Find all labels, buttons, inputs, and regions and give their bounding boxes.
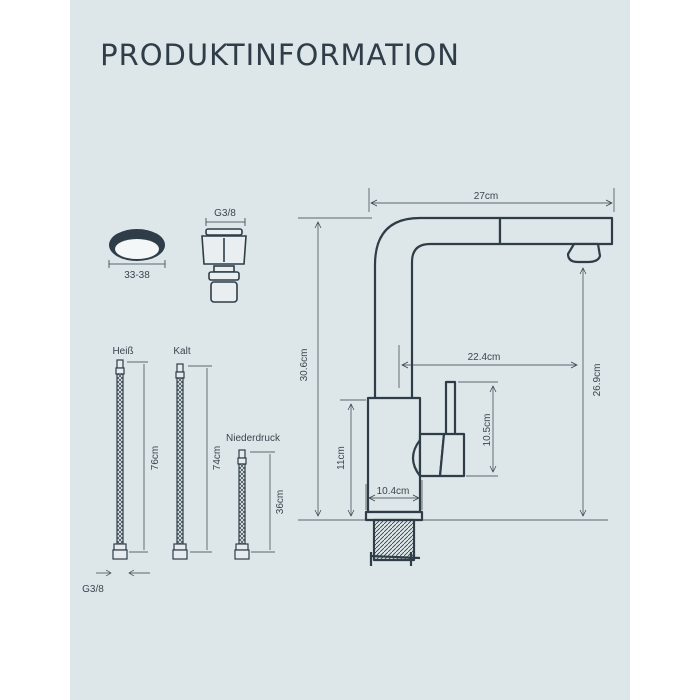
hose-cold-length: 74cm [212,446,223,470]
dim-body-height-label: 11cm [336,446,347,470]
product-info-panel [70,0,630,700]
dim-handle-height-label: 10.5cm [482,414,493,447]
hose-cold-icon [172,363,188,560]
dim-width-label: 27cm [474,191,498,202]
dim-height-label: 30.6cm [299,349,310,382]
gasket-ring-icon [109,229,165,261]
dim-spout-reach-label: 22.4cm [468,352,501,363]
hose-dimensions [96,361,275,577]
hose-lowpressure-label: Niederdruck [226,433,281,444]
dim-spout-height-label: 26.9cm [592,364,603,397]
ring-dimension [108,260,166,268]
dim-base-width-label: 10.4cm [377,486,410,497]
hose-cold-label: Kalt [173,346,190,357]
adapter-fitting-icon [201,228,247,303]
hose-lowpressure-icon [234,449,250,560]
hose-hot-label: Heiß [112,346,133,357]
faucet-icon [364,216,614,566]
hose-hot-length: 76cm [150,446,161,470]
hose-thread-label: G3/8 [82,584,104,595]
hose-lowpressure-length: 36cm [275,490,286,514]
adapter-thread-label: G3/8 [214,208,236,219]
faucet-dimensions [298,188,615,521]
adapter-dimension [205,218,246,226]
hose-hot-icon [112,359,128,560]
ring-size-label: 33-38 [124,270,150,281]
page-title: PRODUKTINFORMATION [100,38,460,72]
